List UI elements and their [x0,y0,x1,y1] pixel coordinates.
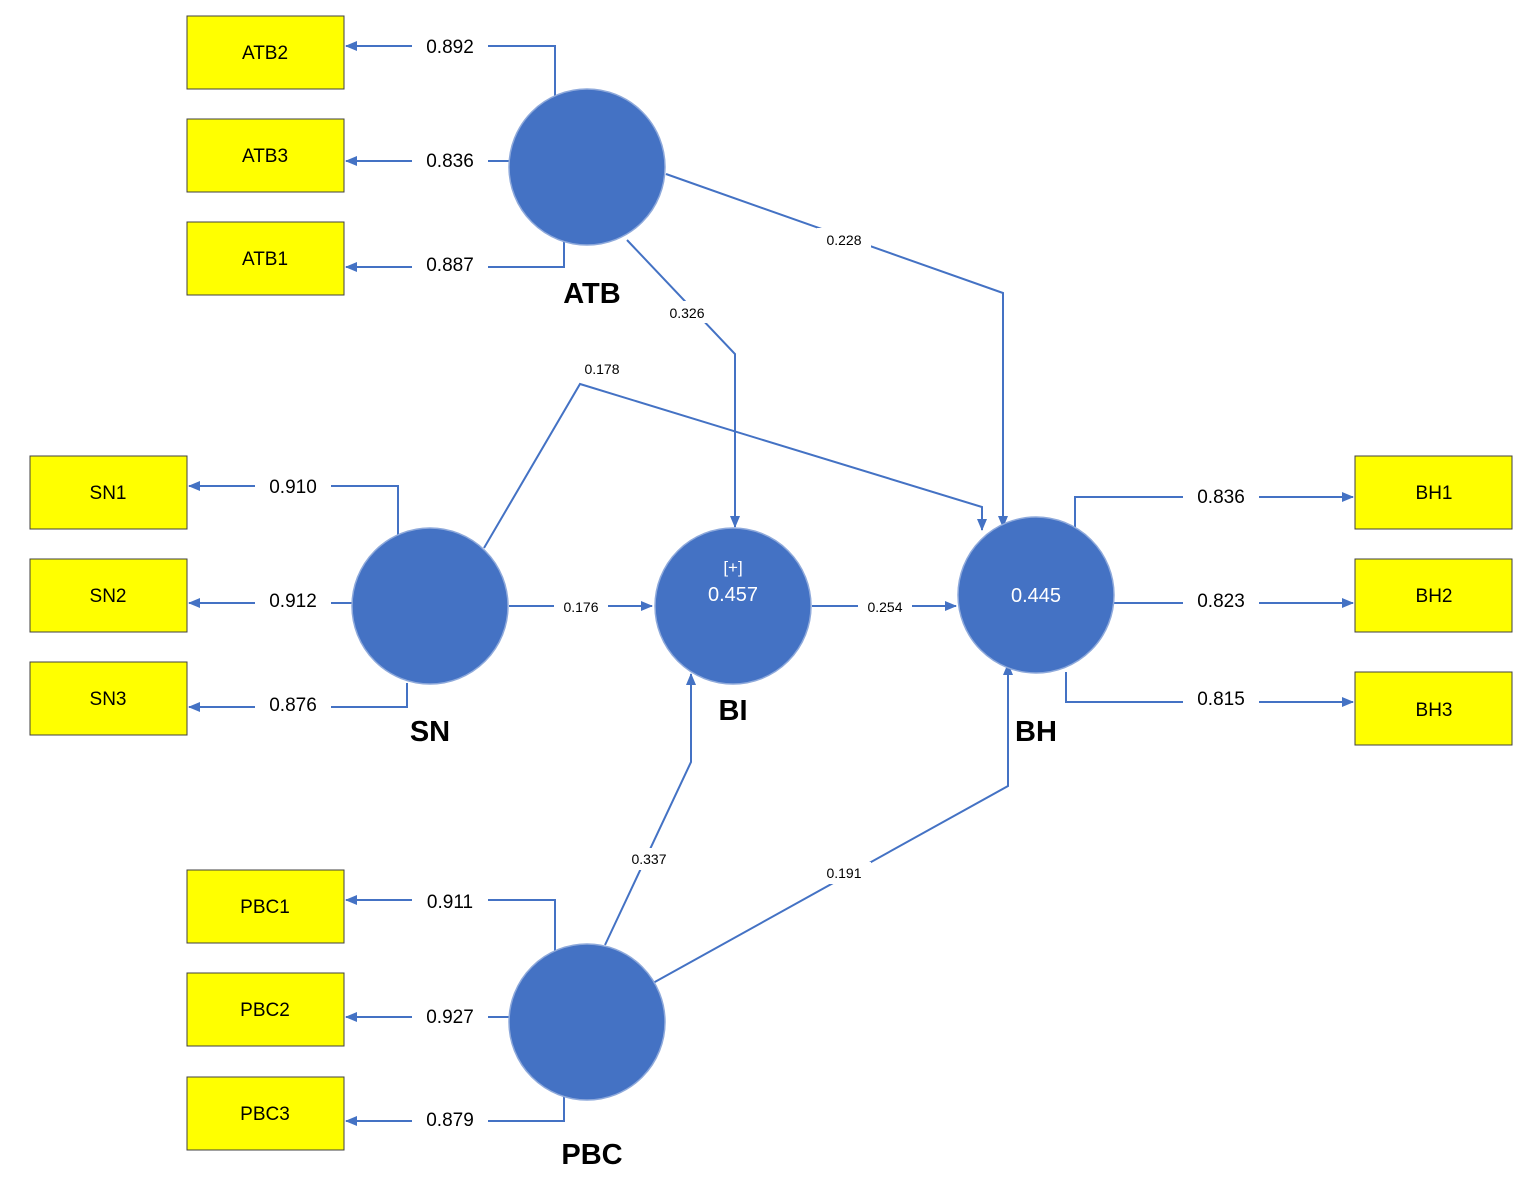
svg-text:0.823: 0.823 [1197,591,1245,612]
svg-text:0.911: 0.911 [427,892,473,913]
svg-text:0.836: 0.836 [426,151,474,172]
edge-pbc-bi [604,673,696,946]
svg-text:BH3: BH3 [1416,700,1453,721]
loading-label-atb1: 0.887 [412,253,488,281]
svg-text:ATB3: ATB3 [242,146,288,167]
svg-text:0.892: 0.892 [426,37,474,58]
edge-atb-bh [665,173,1008,528]
svg-text:BH2: BH2 [1416,586,1453,607]
loading-label-atb2: 0.892 [412,32,488,60]
indicator-atb1[interactable]: ATB1 [186,221,345,296]
expand-toggle-bi: [+] [723,558,742,577]
path-label-pbc-bi: 0.337 [622,848,676,870]
indicator-sn2[interactable]: SN2 [29,558,188,633]
path-label-pbc-bh: 0.191 [817,862,871,884]
indicator-sn3[interactable]: SN3 [29,661,188,736]
svg-text:0.178: 0.178 [584,361,619,377]
svg-text:SN1: SN1 [90,483,127,504]
loading-label-bh3: 0.815 [1183,688,1259,716]
r2-value-bi: 0.457 [708,584,758,606]
construct-bi[interactable]: [+] 0.457 BI [654,527,812,727]
construct-name-bi: BI [719,695,748,727]
loading-label-sn2: 0.912 [255,589,331,617]
svg-text:0.326: 0.326 [669,305,704,321]
indicator-bh2[interactable]: BH2 [1354,558,1513,633]
construct-name-bh: BH [1015,716,1057,748]
svg-text:0.912: 0.912 [269,591,317,612]
svg-text:0.254: 0.254 [867,599,902,615]
svg-text:0.927: 0.927 [426,1007,474,1028]
svg-text:SN3: SN3 [90,689,127,710]
loading-label-atb3: 0.836 [412,147,488,175]
construct-name-atb: ATB [563,278,620,310]
indicator-pbc1[interactable]: PBC1 [186,869,345,944]
construct-sn[interactable]: SN [351,527,509,748]
svg-text:PBC1: PBC1 [240,897,290,918]
svg-text:0.191: 0.191 [826,865,861,881]
indicator-pbc3[interactable]: PBC3 [186,1076,345,1151]
svg-text:BH1: BH1 [1416,483,1453,504]
r2-value-bh: 0.445 [1011,585,1061,607]
svg-text:ATB1: ATB1 [242,249,288,270]
edge-pbc-bh [652,663,1013,984]
construct-atb[interactable]: ATB [508,88,666,310]
edge-atb-bi [626,239,740,528]
loading-label-bh2: 0.823 [1183,589,1259,617]
edge-sn-bh [483,382,987,549]
svg-text:ATB2: ATB2 [242,43,288,64]
indicator-sn1[interactable]: SN1 [29,455,188,530]
edge-bh-bh1 [1074,492,1354,527]
path-label-bi-bh: 0.254 [858,596,912,618]
construct-bh[interactable]: 0.445 BH [957,516,1115,748]
loading-label-pbc3: 0.879 [412,1107,488,1135]
svg-text:0.176: 0.176 [563,599,598,615]
path-label-sn-bh: 0.178 [575,357,629,379]
svg-text:PBC2: PBC2 [240,1000,290,1021]
construct-name-pbc: PBC [561,1139,622,1171]
path-label-sn-bi: 0.176 [554,596,608,618]
indicator-bh1[interactable]: BH1 [1354,455,1513,530]
svg-text:0.876: 0.876 [269,695,317,716]
svg-text:0.815: 0.815 [1197,689,1245,710]
loading-label-sn3: 0.876 [255,693,331,721]
construct-pbc[interactable]: PBC [508,943,666,1171]
svg-text:PBC3: PBC3 [240,1104,290,1125]
indicator-atb2[interactable]: ATB2 [186,15,345,90]
loading-label-pbc2: 0.927 [412,1003,488,1031]
svg-text:0.836: 0.836 [1197,487,1245,508]
indicator-pbc2[interactable]: PBC2 [186,972,345,1047]
path-label-atb-bi: 0.326 [660,301,714,323]
loading-label-pbc1: 0.911 [412,886,488,914]
svg-text:0.879: 0.879 [426,1110,474,1131]
indicator-bh3[interactable]: BH3 [1354,671,1513,746]
loading-label-bh1: 0.836 [1183,483,1259,511]
svg-text:0.228: 0.228 [826,232,861,248]
svg-text:0.887: 0.887 [426,255,474,276]
construct-name-sn: SN [410,716,450,748]
svg-text:SN2: SN2 [90,586,127,607]
svg-text:0.910: 0.910 [269,477,317,498]
indicator-atb3[interactable]: ATB3 [186,118,345,193]
loading-label-sn1: 0.910 [255,472,331,500]
svg-text:0.337: 0.337 [631,851,666,867]
path-label-atb-bh: 0.228 [817,228,871,250]
